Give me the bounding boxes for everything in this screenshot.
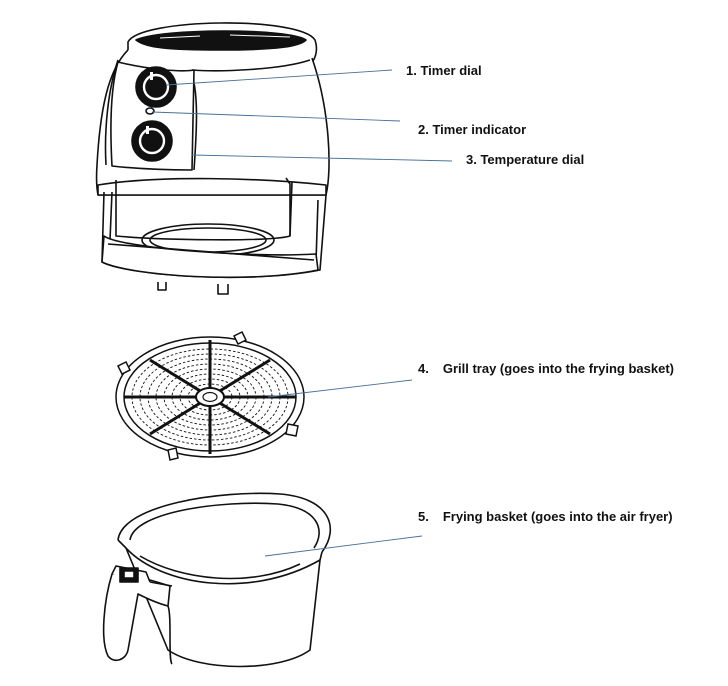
leader-line-timer-indicator — [151, 111, 401, 122]
label-frying-basket-text: Frying basket (goes into the air fryer) — [442, 509, 673, 524]
leader-line-frying-basket — [264, 535, 423, 557]
label-frying-basket: 5. Frying basket (goes into the air fryer… — [418, 509, 673, 524]
label-temperature-dial-text: 3. Temperature dial — [466, 152, 585, 167]
label-frying-basket-number: 5. — [418, 509, 429, 524]
basket-body — [125, 547, 321, 668]
label-timer-indicator: 2. Timer indicator — [418, 122, 526, 137]
label-timer-dial-text: 1. Timer dial — [406, 63, 482, 78]
leader-lines — [151, 69, 453, 557]
timer-indicator-light — [145, 107, 155, 115]
fryer-top-vent — [135, 30, 307, 51]
frying-basket-illustration — [102, 492, 332, 668]
grill-tray-illustration — [115, 330, 305, 461]
leader-line-temperature-dial — [191, 154, 453, 162]
label-timer-indicator-text: 2. Timer indicator — [418, 122, 527, 137]
leader-line-grill-tray — [267, 379, 413, 398]
label-grill-tray-text: Grill tray (goes into the frying basket) — [442, 361, 674, 376]
temperature-dial-knob — [131, 120, 173, 162]
label-timer-dial: 1. Timer dial — [406, 63, 482, 78]
basket-handle — [102, 572, 171, 662]
label-temperature-dial: 3. Temperature dial — [466, 152, 584, 167]
label-grill-tray-number: 4. — [418, 361, 429, 376]
air-fryer-illustration — [95, 22, 330, 295]
label-grill-tray: 4. Grill tray (goes into the frying baske… — [418, 361, 674, 376]
leader-line-timer-dial — [165, 69, 393, 86]
timer-dial-knob — [135, 66, 177, 108]
